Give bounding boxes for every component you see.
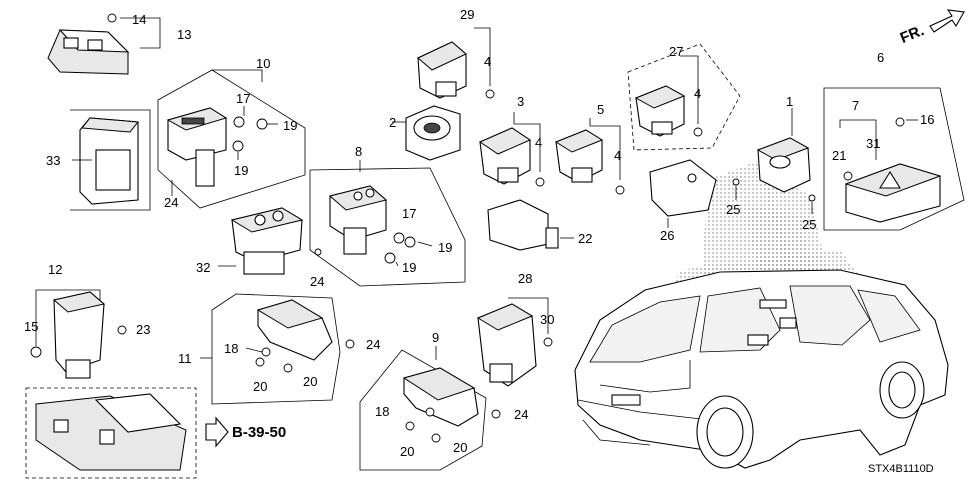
part-33-control-module (70, 109, 151, 211)
callout-15: 15 (24, 319, 38, 334)
callout-19-a: 19 (283, 118, 297, 133)
callout-14: 14 (132, 12, 146, 27)
callout-20-a: 20 (253, 379, 267, 394)
part-8-switch-assembly (309, 160, 466, 287)
callout-24-b: 24 (310, 274, 324, 289)
callout-24-c: 24 (366, 337, 380, 352)
part-10-switch-assembly (157, 69, 306, 209)
callout-22: 22 (578, 231, 592, 246)
part-2-round-switch (392, 105, 461, 161)
part-12-switch-assembly (30, 289, 127, 379)
callout-24-d: 24 (514, 407, 528, 422)
part-6-switch-panel (823, 87, 965, 231)
reference-label: B-39-50 (232, 424, 287, 441)
callout-19-c: 19 (438, 240, 452, 255)
part-5-switch (554, 118, 625, 195)
callout-20-d: 20 (453, 440, 467, 455)
callout-5: 5 (597, 102, 604, 117)
lower-left-bezel-group (25, 387, 229, 479)
callout-24-a: 24 (164, 195, 178, 210)
part-13-switch-cover (47, 13, 161, 75)
callout-18-b: 18 (375, 404, 389, 419)
callout-13: 13 (177, 27, 191, 42)
callout-1: 1 (786, 94, 793, 109)
callout-17-b: 17 (402, 206, 416, 221)
callout-10: 10 (256, 56, 270, 71)
callout-23: 23 (136, 322, 150, 337)
callout-numbers: 1 2 3 4 4 4 4 5 6 7 8 9 10 11 12 13 14 1… (24, 7, 934, 459)
callout-25-b: 25 (802, 217, 816, 232)
callout-16: 16 (920, 112, 934, 127)
callout-21: 21 (832, 148, 846, 163)
callout-26: 26 (660, 228, 674, 243)
part-29-switch (417, 27, 495, 99)
part-1-switch-assembly (732, 108, 816, 214)
callout-17-a: 17 (236, 91, 250, 106)
vehicle-illustration (574, 269, 949, 469)
part-22-module (487, 199, 574, 251)
front-direction-arrow (929, 9, 965, 33)
callout-9: 9 (432, 330, 439, 345)
diagram-code: STX4B1110D (868, 463, 934, 475)
callout-11: 11 (178, 351, 192, 366)
callout-4-a: 4 (484, 54, 491, 69)
part-26-bracket (649, 159, 717, 228)
callout-33: 33 (46, 153, 60, 168)
callout-19-d: 19 (402, 260, 416, 275)
callout-4-d: 4 (694, 86, 701, 101)
callout-7: 7 (852, 98, 859, 113)
callout-20-c: 20 (400, 444, 414, 459)
callout-3: 3 (517, 94, 524, 109)
callout-30: 30 (540, 312, 554, 327)
callout-20-b: 20 (303, 374, 317, 389)
part-9-switch-assembly (359, 346, 501, 471)
callout-8: 8 (355, 144, 362, 159)
callout-19-b: 19 (234, 163, 248, 178)
callout-29: 29 (460, 7, 474, 22)
part-32-switch (218, 207, 304, 275)
callout-4-c: 4 (614, 148, 621, 163)
callout-28: 28 (518, 271, 532, 286)
callout-18-a: 18 (224, 341, 238, 356)
callout-6: 6 (877, 50, 884, 65)
callout-25-a: 25 (726, 202, 740, 217)
part-27-switch-assembly (627, 43, 741, 151)
part-28-switch-assembly (476, 297, 553, 387)
callout-4-b: 4 (535, 135, 542, 150)
callout-32: 32 (196, 260, 210, 275)
callout-31: 31 (866, 136, 880, 151)
callout-27: 27 (669, 44, 683, 59)
callout-12: 12 (48, 262, 62, 277)
part-3-switch (478, 112, 545, 187)
part-11-switch-assembly (200, 293, 355, 405)
callout-2: 2 (389, 115, 396, 130)
